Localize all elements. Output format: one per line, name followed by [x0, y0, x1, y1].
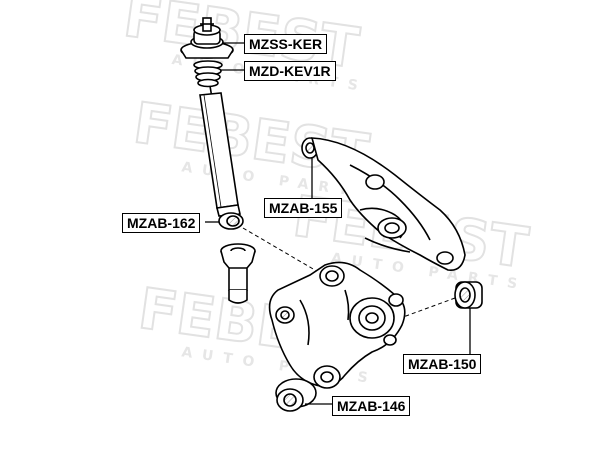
- shock-absorber: [199, 85, 244, 230]
- bushing-cylinder: [220, 243, 256, 304]
- guide-line: [394, 297, 456, 321]
- knuckle: [268, 261, 406, 389]
- part-label-mzab-155: MZAB-155: [264, 198, 343, 218]
- strut-mount-part: [180, 17, 234, 59]
- bump-stop-part: [193, 60, 223, 88]
- part-label-mzab-146: MZAB-146: [332, 396, 411, 416]
- part-label-mzab-150: MZAB-150: [403, 354, 482, 374]
- control-arm: [301, 137, 466, 272]
- part-label-mzab-162: MZAB-162: [122, 213, 201, 233]
- leader-lines: [205, 42, 471, 405]
- bushing-mzab-146: [275, 378, 317, 412]
- guide-line: [242, 227, 321, 274]
- part-label-mzd-kev1r: MZD-KEV1R: [244, 61, 336, 81]
- part-label-mzss-ker: MZSS-KER: [244, 34, 328, 54]
- bushing-mzab-150: [454, 281, 483, 309]
